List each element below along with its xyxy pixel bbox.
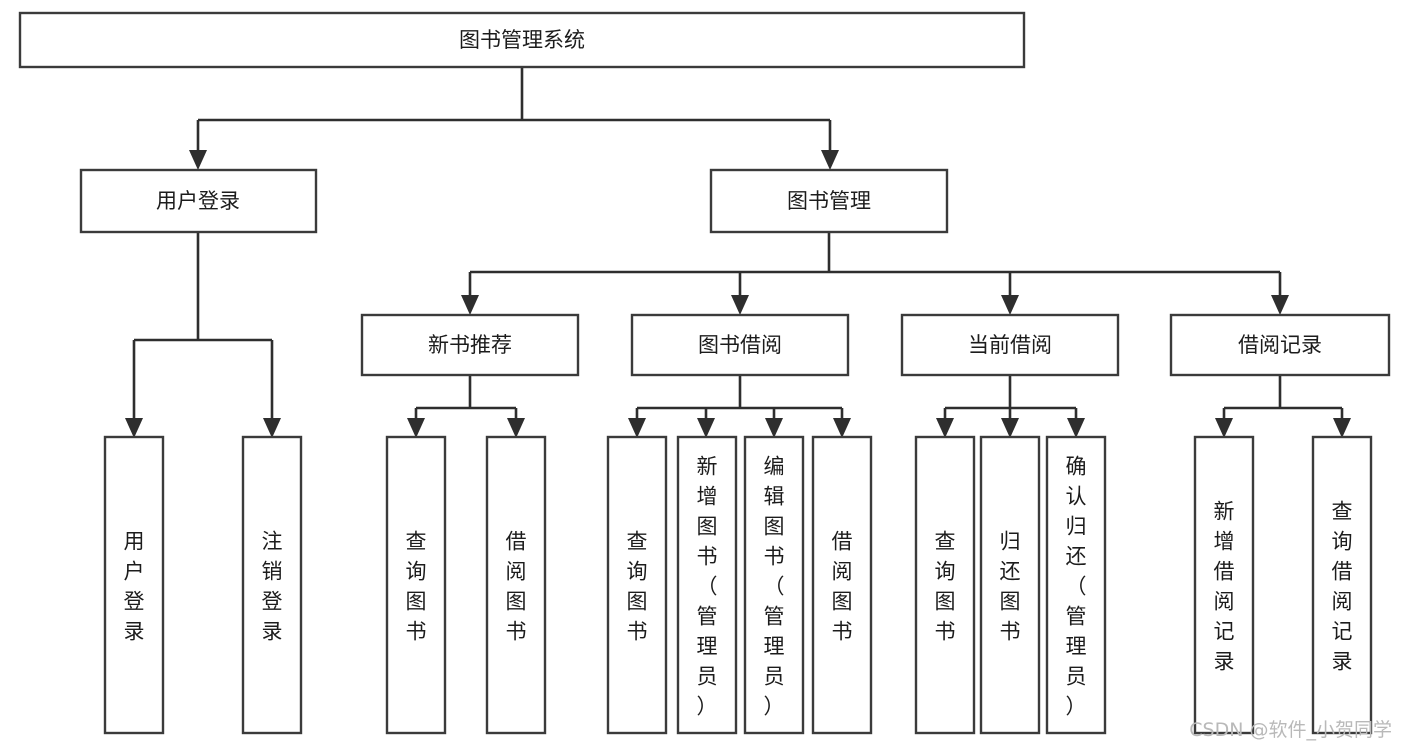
node-book-manage[interactable]: 图书管理 <box>709 168 949 234</box>
arrow-br-to-add <box>1215 418 1233 438</box>
connector-group-borrow-record <box>1215 375 1351 438</box>
connector-group-current-borrow <box>936 375 1085 438</box>
connector-group-new-book-recommend <box>407 375 525 438</box>
node-leaf-add-record-box[interactable] <box>1193 435 1255 735</box>
node-book-borrow-label: 图书借阅 <box>698 333 782 357</box>
node-root-box[interactable] <box>18 11 1026 69</box>
node-leaf-user-logout[interactable]: 注销登录 <box>241 435 303 735</box>
arrow-ul-to-logout <box>263 418 281 438</box>
node-leaf-query-book-2[interactable]: 查询图书 <box>606 435 668 735</box>
node-leaf-return-book-label: 归还图书 <box>1000 529 1021 643</box>
node-leaf-user-login[interactable]: 用户登录 <box>103 435 165 735</box>
arrow-ul-to-login <box>125 418 143 438</box>
connector-group-book-manage <box>461 232 1289 315</box>
node-leaf-query-book-3-box[interactable] <box>914 435 976 735</box>
arrow-bm-to-new-book <box>461 295 479 315</box>
node-borrow-record-box[interactable] <box>1169 313 1391 377</box>
arrow-bb-to-borrow <box>833 418 851 438</box>
csdn-watermark: CSDN @软件_小贺同学 <box>1189 719 1392 741</box>
node-book-manage-box[interactable] <box>709 168 949 234</box>
arrow-cb-to-query <box>936 418 954 438</box>
node-leaf-add-record[interactable]: 新增借阅记录 <box>1193 435 1255 735</box>
arrow-bm-to-current-borrow <box>1001 295 1019 315</box>
node-leaf-borrow-book-2-label: 借阅图书 <box>832 529 853 643</box>
node-leaf-return-book-box[interactable] <box>979 435 1041 735</box>
arrow-root-to-user-login <box>189 150 207 170</box>
node-leaf-borrow-book-1-label: 借阅图书 <box>506 529 527 643</box>
node-leaf-return-book[interactable]: 归还图书 <box>979 435 1041 735</box>
node-leaf-user-logout-label: 注销登录 <box>262 529 283 643</box>
node-leaf-query-book-1-box[interactable] <box>385 435 447 735</box>
node-root[interactable]: 图书管理系统 <box>18 11 1026 69</box>
node-leaf-add-record-label: 新增借阅记录 <box>1214 499 1235 673</box>
node-leaf-user-logout-box[interactable] <box>241 435 303 735</box>
node-leaf-add-book-box[interactable] <box>676 435 738 735</box>
node-borrow-record-label: 借阅记录 <box>1238 333 1322 357</box>
node-leaf-query-book-3-label: 查询图书 <box>935 529 956 643</box>
arrow-br-to-query <box>1333 418 1351 438</box>
arrow-bb-to-add <box>697 418 715 438</box>
connector-group-root <box>189 67 839 170</box>
node-current-borrow-label: 当前借阅 <box>968 333 1052 357</box>
node-borrow-record[interactable]: 借阅记录 <box>1169 313 1391 377</box>
node-leaf-borrow-book-1[interactable]: 借阅图书 <box>485 435 547 735</box>
node-current-borrow-box[interactable] <box>900 313 1120 377</box>
node-leaf-query-book-2-label: 查询图书 <box>627 529 648 643</box>
node-leaf-borrow-book-2-box[interactable] <box>811 435 873 735</box>
leaf-node-layer: 用户登录 注销登录 查询图书 借阅图书 查询图书 新增图书（管理员） 编辑图书（管理员） 借阅… <box>103 435 1373 735</box>
node-leaf-confirm-return-box[interactable] <box>1045 435 1107 735</box>
arrow-root-to-book-manage <box>821 150 839 170</box>
node-leaf-confirm-return-label: 确认归还（管理员） <box>1066 454 1087 718</box>
node-leaf-query-book-1-label: 查询图书 <box>406 529 427 643</box>
arrow-cb-to-return <box>1001 418 1019 438</box>
node-leaf-edit-book[interactable]: 编辑图书（管理员） <box>743 435 805 735</box>
node-leaf-edit-book-box[interactable] <box>743 435 805 735</box>
node-user-login-box[interactable] <box>79 168 318 234</box>
node-leaf-confirm-return[interactable]: 确认归还（管理员） <box>1045 435 1107 735</box>
node-leaf-edit-book-label: 编辑图书（管理员） <box>764 454 785 718</box>
node-new-book-recommend[interactable]: 新书推荐 <box>360 313 580 377</box>
arrow-bb-to-edit <box>765 418 783 438</box>
node-leaf-query-record-label: 查询借阅记录 <box>1332 499 1353 673</box>
node-user-login[interactable]: 用户登录 <box>79 168 318 234</box>
node-user-login-label: 用户登录 <box>156 189 240 213</box>
arrow-nbr-to-query <box>407 418 425 438</box>
connector-group-book-borrow <box>628 375 851 438</box>
arrow-bm-to-book-borrow <box>731 295 749 315</box>
connector-group-user-login <box>125 232 281 438</box>
node-new-book-recommend-box[interactable] <box>360 313 580 377</box>
node-leaf-add-book-label: 新增图书（管理员） <box>697 454 718 718</box>
node-leaf-borrow-book-1-box[interactable] <box>485 435 547 735</box>
arrow-bm-to-borrow-record <box>1271 295 1289 315</box>
node-root-label: 图书管理系统 <box>459 28 585 52</box>
arrow-cb-to-confirm <box>1067 418 1085 438</box>
node-leaf-user-login-label: 用户登录 <box>124 529 145 643</box>
node-leaf-query-book-2-box[interactable] <box>606 435 668 735</box>
arrow-nbr-to-borrow <box>507 418 525 438</box>
node-new-book-recommend-label: 新书推荐 <box>428 333 512 357</box>
arrow-bb-to-query <box>628 418 646 438</box>
node-book-borrow-box[interactable] <box>630 313 850 377</box>
node-book-manage-label: 图书管理 <box>787 189 871 213</box>
node-leaf-add-book[interactable]: 新增图书（管理员） <box>676 435 738 735</box>
node-leaf-query-record[interactable]: 查询借阅记录 <box>1311 435 1373 735</box>
node-leaf-user-login-box[interactable] <box>103 435 165 735</box>
node-leaf-borrow-book-2[interactable]: 借阅图书 <box>811 435 873 735</box>
node-book-borrow[interactable]: 图书借阅 <box>630 313 850 377</box>
node-leaf-query-record-box[interactable] <box>1311 435 1373 735</box>
node-current-borrow[interactable]: 当前借阅 <box>900 313 1120 377</box>
node-leaf-query-book-3[interactable]: 查询图书 <box>914 435 976 735</box>
node-leaf-query-book-1[interactable]: 查询图书 <box>385 435 447 735</box>
